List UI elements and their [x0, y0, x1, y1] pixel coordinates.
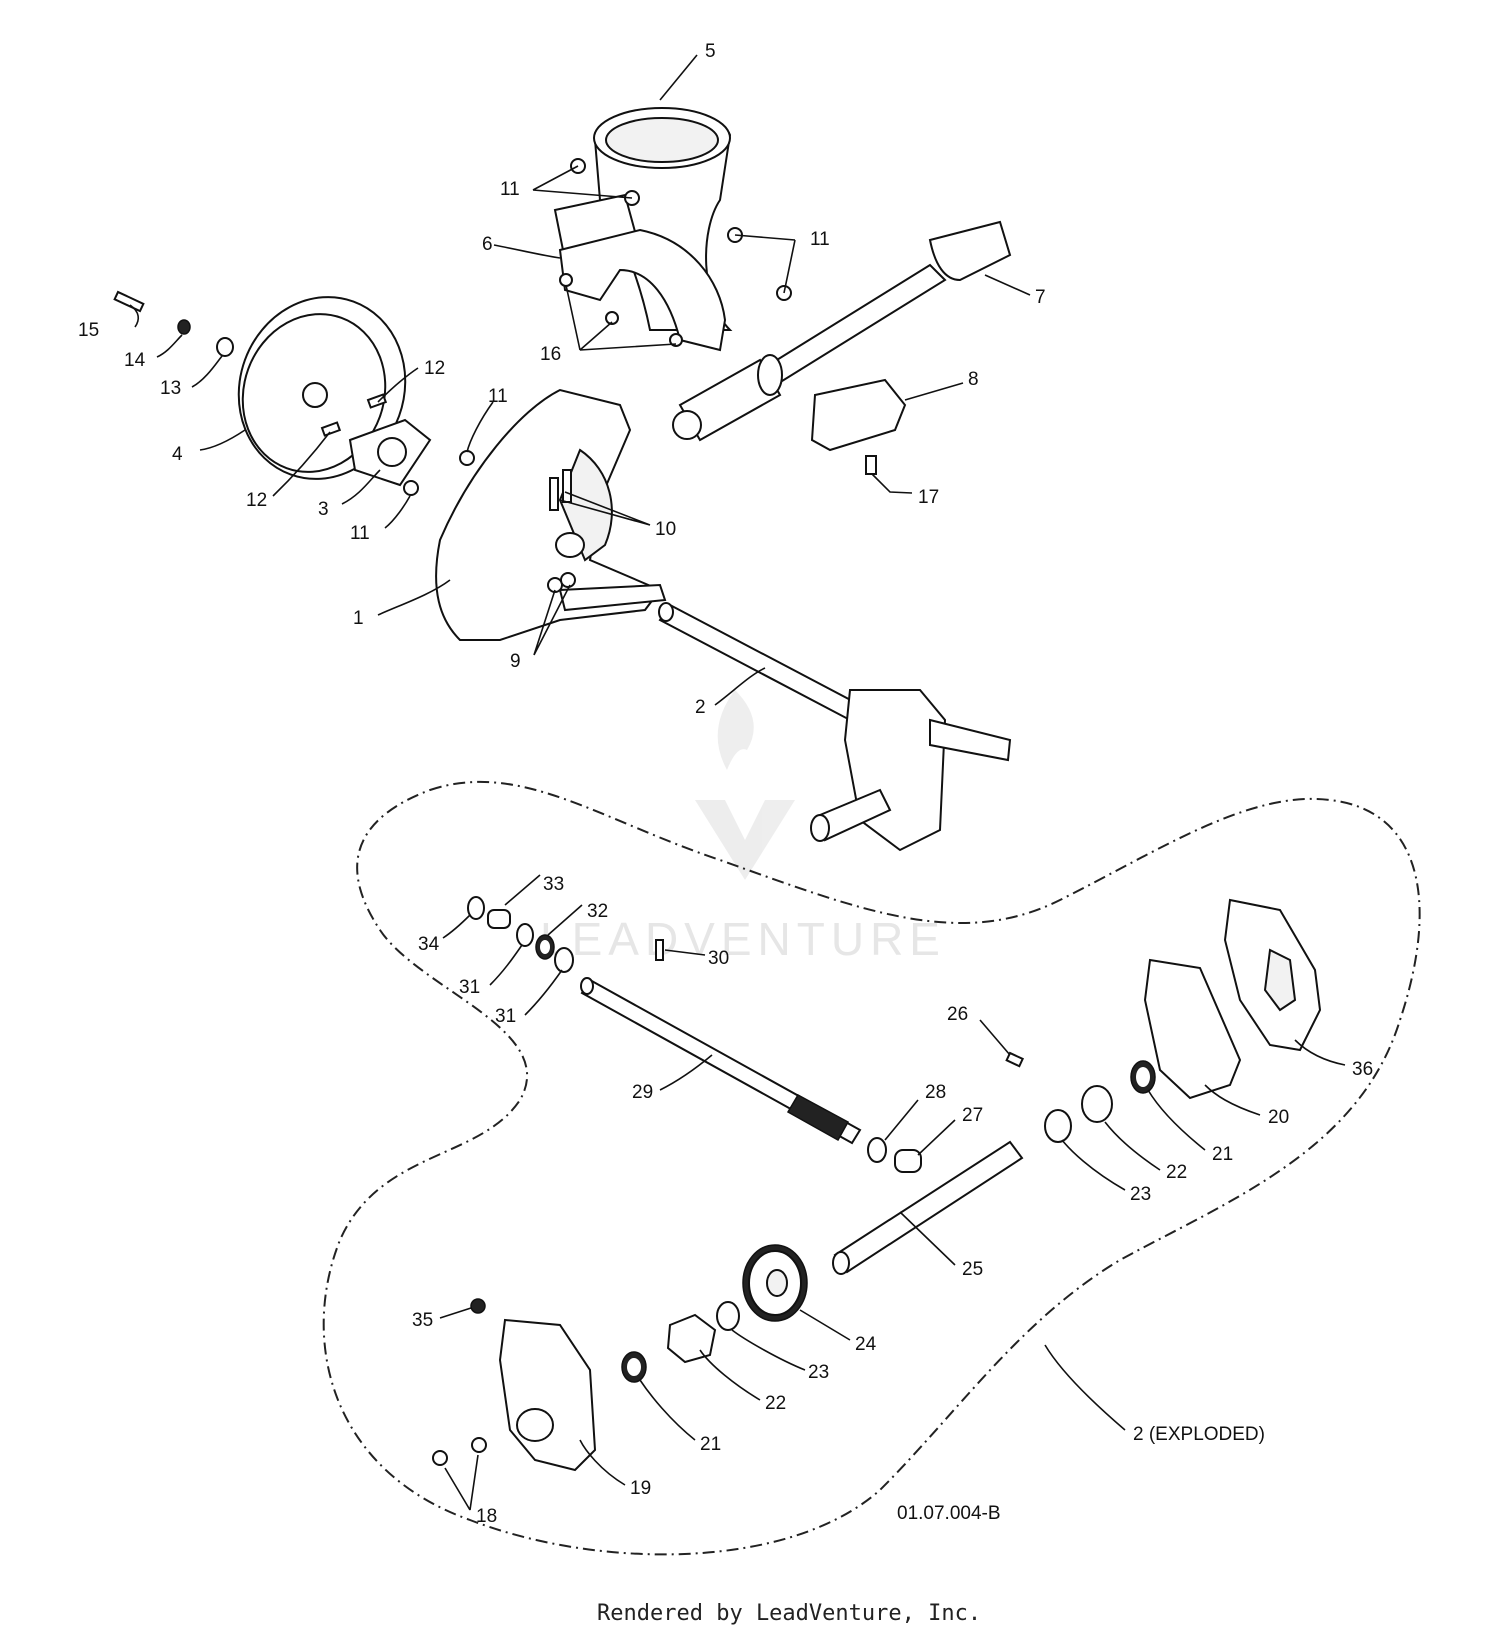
watermark-text: LEADVENTURE: [540, 913, 946, 965]
part-3-bearing: [348, 418, 432, 487]
part-12-bolts: [320, 393, 388, 437]
callout-35: 35: [412, 1310, 433, 1331]
callout-26: 26: [947, 1004, 968, 1025]
callout-2-exploded: 2 (EXPLODED): [1133, 1424, 1265, 1445]
part-33-bushing: [487, 909, 511, 929]
callout-11-housing: 11: [488, 386, 508, 407]
part-9-nuts: [547, 572, 576, 593]
footer-credit: Rendered by LeadVenture, Inc.: [597, 1601, 981, 1626]
callout-5: 5: [705, 41, 716, 62]
part-13-washer: [216, 337, 234, 357]
callout-22-upper: 22: [1166, 1162, 1187, 1183]
part-18-screws: [432, 1437, 487, 1466]
part-2-auger-gearbox-assembly: [658, 602, 1012, 852]
callout-24: 24: [855, 1334, 877, 1355]
callout-20: 20: [1268, 1107, 1289, 1128]
part-32-seal: [535, 934, 555, 960]
callout-19: 19: [630, 1478, 651, 1499]
part-4-pulley: [237, 296, 407, 480]
callout-6: 6: [482, 234, 493, 255]
callout-16: 16: [540, 344, 561, 365]
callout-7: 7: [1035, 287, 1046, 308]
callout-15: 15: [78, 320, 99, 341]
callout-36: 36: [1352, 1059, 1373, 1080]
part-6-chute-base: [558, 228, 727, 352]
part-24-worm-gear: [742, 1244, 808, 1322]
callout-23-lower: 23: [808, 1362, 829, 1383]
callout-31-b: 31: [495, 1006, 516, 1027]
callout-11-bearing: 11: [350, 523, 370, 544]
part-26-key: [1005, 1051, 1025, 1068]
leadventure-watermark: LEADVENTURE: [540, 690, 946, 965]
part-23-washer-upper: [1044, 1109, 1072, 1143]
callout-12-lower: 12: [246, 490, 267, 511]
callout-12-upper: 12: [424, 358, 445, 379]
callout-11-top: 11: [500, 179, 520, 200]
callout-14: 14: [124, 350, 146, 371]
callout-29: 29: [632, 1082, 653, 1103]
callout-23-upper: 23: [1130, 1184, 1151, 1205]
part-21-seal-lower: [621, 1351, 647, 1383]
callout-30: 30: [708, 948, 729, 969]
callout-labels: 5 11 11 6 7 16 8 17 11 12 15 14 13 4 1 2 …: [78, 41, 1373, 1527]
part-29-worm-shaft: [580, 977, 862, 1145]
part-17-screw: [865, 455, 877, 475]
callout-31-a: 31: [459, 977, 480, 998]
callout-21-lower: 21: [700, 1434, 721, 1455]
part-8-bracket: [810, 378, 907, 452]
part-16-carriage-bolts: [559, 273, 683, 347]
callout-8: 8: [968, 369, 979, 390]
part-23-washer-lower: [716, 1301, 740, 1331]
exploded-view-boundary: [322, 780, 1421, 1556]
callout-9: 9: [510, 651, 521, 672]
callout-27: 27: [962, 1105, 983, 1126]
part-14-nut: [177, 319, 191, 335]
part-36-gearbox-half: [1223, 898, 1322, 1052]
part-19-gearbox-half: [498, 1318, 597, 1472]
part-25-output-shaft: [832, 1140, 1024, 1275]
part-22-bearing-lower: [666, 1313, 717, 1364]
drawing-number: 01.07.004-B: [897, 1503, 1001, 1524]
callout-28: 28: [925, 1082, 946, 1103]
part-35-fitting: [470, 1298, 486, 1314]
callout-13: 13: [160, 378, 181, 399]
part-27-bushing: [894, 1149, 922, 1173]
callout-3: 3: [318, 499, 329, 520]
callout-2: 2: [695, 697, 706, 718]
callout-22-lower: 22: [765, 1393, 786, 1414]
callout-32: 32: [587, 901, 608, 922]
part-20-gasket: [1143, 958, 1242, 1100]
part-28-washer: [867, 1137, 887, 1163]
callout-33: 33: [543, 874, 564, 895]
part-21-seal-upper: [1130, 1060, 1156, 1094]
part-31-washer-a: [516, 923, 534, 947]
leader-lines: [129, 54, 1346, 1511]
part-1-auger-housing: [435, 388, 667, 641]
callout-10: 10: [655, 519, 676, 540]
callout-25: 25: [962, 1259, 983, 1280]
callout-1: 1: [353, 608, 364, 629]
part-30-pin: [655, 939, 664, 961]
part-7-crank-rod: [672, 220, 1012, 442]
part-31-washer-b: [554, 947, 574, 973]
callout-11-right: 11: [810, 229, 830, 250]
callout-34: 34: [418, 934, 440, 955]
part-22-bearing-upper: [1081, 1085, 1113, 1123]
part-15-bolt: [113, 290, 145, 313]
part-34-ring: [467, 896, 485, 920]
callout-17: 17: [918, 487, 939, 508]
callout-21-upper: 21: [1212, 1144, 1233, 1165]
callout-4: 4: [172, 444, 183, 465]
callout-18: 18: [476, 1506, 497, 1527]
